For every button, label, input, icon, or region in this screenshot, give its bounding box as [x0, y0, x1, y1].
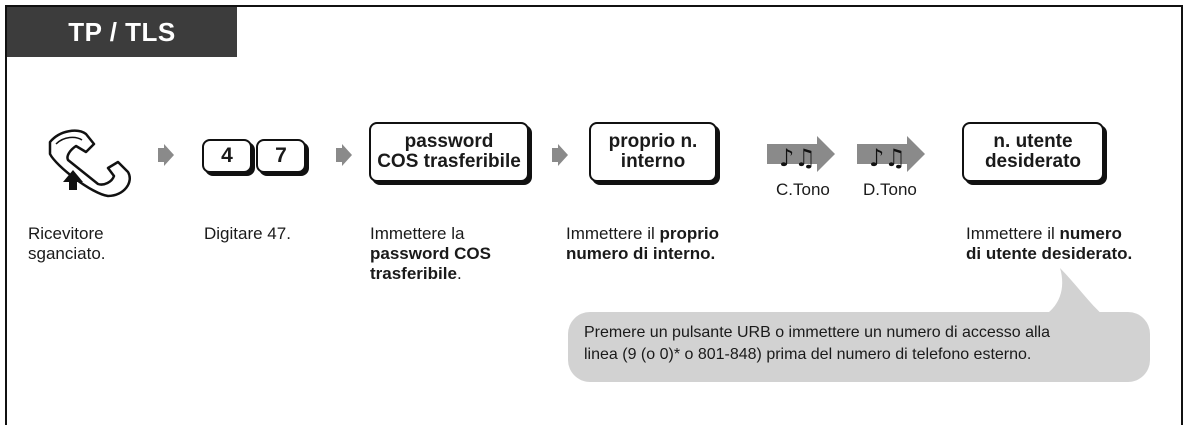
note-line1: Premere un pulsante URB o immettere un n… — [584, 324, 1050, 341]
password-button-line2: COS trasferibile — [377, 151, 521, 172]
extension-description: Immettere il proprio numero di interno. — [566, 224, 720, 263]
note-bubble: Premere un pulsante URB o immettere un n… — [568, 312, 1150, 382]
svg-text:♪♫: ♪♫ — [869, 144, 906, 172]
arrow-right-icon — [552, 144, 568, 166]
dial-tone-icon: ♪♫ — [857, 136, 925, 172]
note-line2: linea (9 (o 0)* o 801-848) prima del num… — [584, 346, 1032, 363]
confirmation-tone-icon: ♪♫ — [767, 136, 835, 172]
arrow-right-icon — [336, 144, 352, 166]
password-button-line1: password — [404, 131, 494, 152]
offhook-description: Ricevitore sganciato. — [28, 224, 106, 263]
user-description: Immettere il numero di utente desiderato… — [966, 224, 1133, 263]
dial-description: Digitare 47. — [204, 224, 291, 243]
diagram-frame — [5, 5, 1183, 425]
extension-button-line2: interno — [620, 151, 686, 172]
svg-text:♪♫: ♪♫ — [779, 144, 816, 172]
note-pointer — [1040, 268, 1106, 318]
password-cos-button: password COS trasferibile — [369, 122, 529, 182]
password-description: Immettere la password COS trasferibile. — [370, 224, 491, 283]
c-tone-label: C.Tono — [776, 180, 830, 199]
own-extension-button: proprio n. interno — [589, 122, 717, 182]
user-button-line2: desiderato — [984, 151, 1082, 172]
user-button-line1: n. utente — [993, 131, 1073, 152]
desired-user-number-button: n. utente desiderato — [962, 122, 1104, 182]
d-tone-label: D.Tono — [863, 180, 917, 199]
key-4: 4 — [202, 139, 252, 173]
handset-offhook-icon — [48, 129, 131, 198]
extension-button-line1: proprio n. — [608, 131, 698, 152]
key-7: 7 — [256, 139, 306, 173]
arrow-right-icon — [158, 144, 174, 166]
section-title: TP / TLS — [7, 7, 237, 57]
